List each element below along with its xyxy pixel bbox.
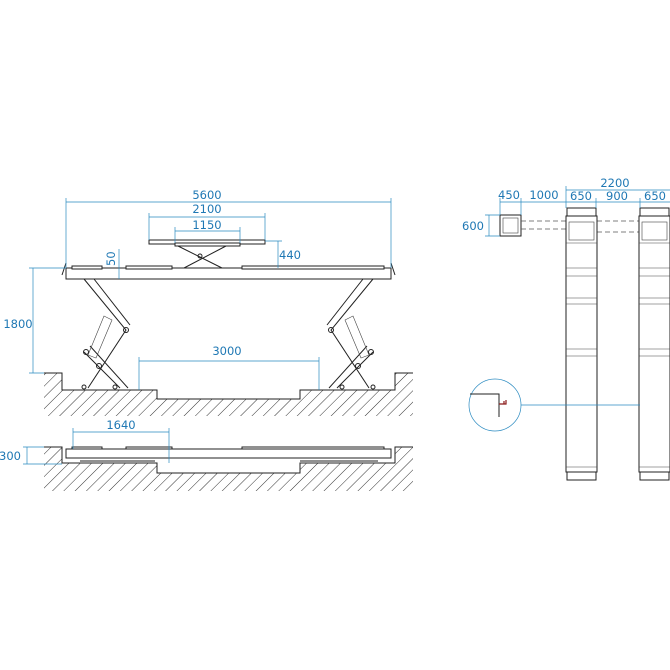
dimension-row: 450 1000 650 900 650 — [498, 188, 670, 215]
svg-text:1800: 1800 — [3, 317, 32, 331]
lowered-platform — [65, 448, 392, 459]
side-view-raised: 5600 2100 1150 440 50 1800 3000 — [3, 188, 413, 416]
svg-text:1000: 1000 — [529, 188, 558, 202]
svg-text:650: 650 — [570, 189, 592, 203]
svg-text:650: 650 — [644, 189, 666, 203]
svg-text:450: 450 — [498, 188, 520, 202]
dimension-1640: 1640 — [72, 418, 170, 463]
scissor-right — [319, 278, 379, 391]
runway-right — [638, 207, 670, 481]
svg-text:440: 440 — [279, 248, 301, 262]
top-view: 2200 450 1000 650 900 650 600 — [462, 176, 670, 481]
svg-text:1150: 1150 — [192, 218, 221, 232]
dimension-2200: 2200 — [565, 176, 670, 208]
side-view-lowered: 1640 300 — [0, 418, 413, 491]
detail-callout — [468, 378, 640, 432]
pit-outline — [44, 372, 413, 400]
svg-text:300: 300 — [0, 449, 21, 463]
runway-left — [565, 207, 598, 481]
dimension-600: 600 — [462, 214, 500, 237]
svg-text:3000: 3000 — [212, 344, 241, 358]
dimension-5600: 5600 — [65, 188, 392, 268]
ramp-pad-mid — [125, 265, 173, 270]
svg-text:2100: 2100 — [192, 202, 221, 216]
ground-hatch-lowered — [44, 447, 413, 491]
control-console — [499, 214, 522, 237]
dimension-300: 300 — [0, 446, 62, 465]
dimension-2100: 2100 — [148, 202, 266, 240]
ground-hatch — [44, 373, 413, 416]
dimension-3000: 3000 — [138, 344, 320, 390]
dimension-1800: 1800 — [3, 267, 66, 374]
dimension-440: 440 — [265, 240, 301, 268]
ramp-pad-right — [241, 265, 385, 270]
svg-text:2200: 2200 — [600, 176, 629, 190]
dimension-50: 50 — [104, 249, 120, 279]
svg-text:50: 50 — [104, 251, 118, 266]
main-platform — [65, 267, 392, 280]
svg-text:900: 900 — [606, 189, 628, 203]
dimension-1150: 1150 — [174, 218, 241, 243]
svg-text:5600: 5600 — [192, 188, 221, 202]
scissor-left — [78, 278, 138, 391]
svg-text:600: 600 — [462, 219, 484, 233]
svg-text:1640: 1640 — [106, 418, 135, 432]
ramp-pad-left — [71, 265, 103, 270]
